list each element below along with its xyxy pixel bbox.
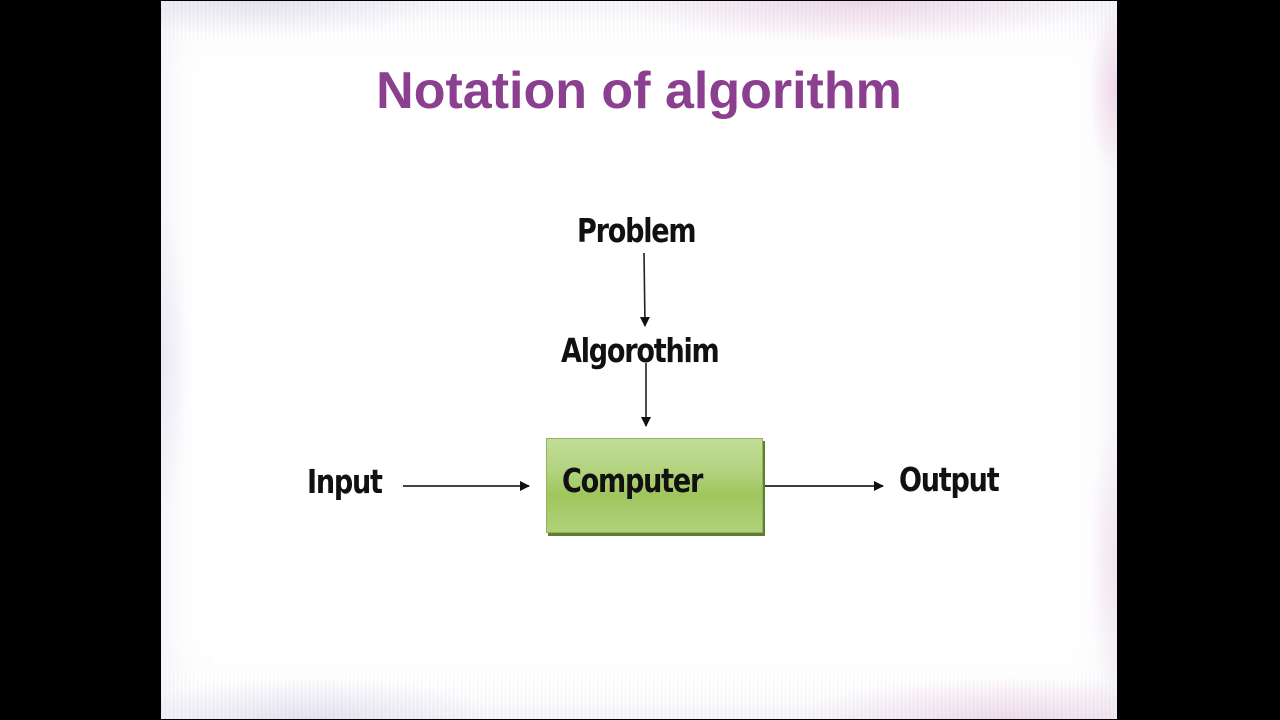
slide: Notation of algorithm Problem Algorothim [161, 1, 1117, 719]
algorithm-diagram: Problem Algorothim Input Computer Output [161, 1, 1117, 719]
arrow-problem-to-algorithm [639, 252, 650, 327]
node-computer: Computer [562, 461, 703, 500]
node-computer-box: Computer [546, 438, 763, 533]
node-algorithm: Algorothim [561, 331, 720, 370]
node-problem: Problem [577, 211, 697, 250]
background-lines [161, 1, 1117, 719]
node-output: Output [899, 460, 1000, 499]
background-mesh [161, 1, 1117, 719]
node-input: Input [307, 462, 383, 501]
slide-title: Notation of algorithm [376, 62, 902, 120]
